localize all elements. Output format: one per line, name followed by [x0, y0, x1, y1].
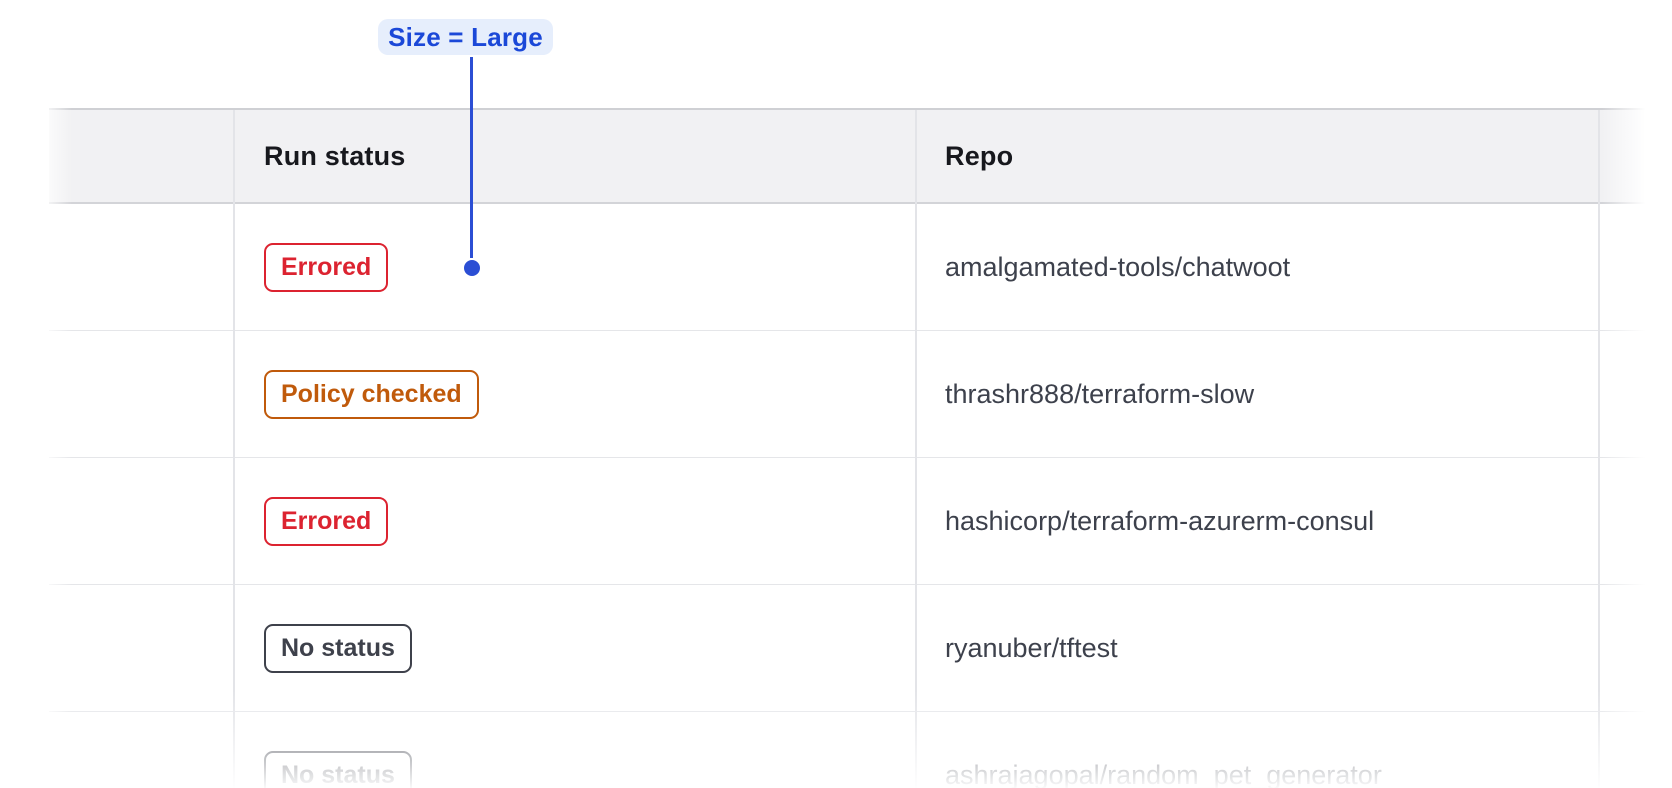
- table-row: Policy checked thrashr888/terraform-slow: [49, 331, 1672, 458]
- table-row: No status ryanuber/tftest: [49, 585, 1672, 712]
- run-status-cell[interactable]: Errored: [233, 204, 915, 330]
- repo-cell[interactable]: hashicorp/terraform-azurerm-consul: [915, 458, 1598, 584]
- repo-name: ryanuber/tftest: [945, 633, 1118, 664]
- column-divider: [1598, 110, 1600, 788]
- repo-name: thrashr888/terraform-slow: [945, 379, 1254, 410]
- run-status-cell[interactable]: Errored: [233, 458, 915, 584]
- table-body: Errored amalgamated-tools/chatwoot Polic…: [49, 204, 1672, 788]
- table-row: Errored hashicorp/terraform-azurerm-cons…: [49, 458, 1672, 585]
- column-divider: [233, 110, 235, 788]
- repo-cell[interactable]: thrashr888/terraform-slow: [915, 331, 1598, 457]
- run-status-cell[interactable]: No status: [233, 712, 915, 788]
- column-header-run-status[interactable]: Run status: [233, 110, 915, 202]
- row-spacer-cell: [49, 331, 233, 457]
- repo-name: amalgamated-tools/chatwoot: [945, 252, 1290, 283]
- table-header-row: Run status Repo: [49, 110, 1672, 204]
- run-status-badge: Policy checked: [264, 370, 479, 419]
- column-header-repo[interactable]: Repo: [915, 110, 1598, 202]
- table-row: Errored amalgamated-tools/chatwoot: [49, 204, 1672, 331]
- column-divider: [915, 110, 917, 788]
- column-header-spacer: [49, 110, 233, 202]
- repo-cell[interactable]: ryanuber/tftest: [915, 585, 1598, 711]
- repo-cell[interactable]: amalgamated-tools/chatwoot: [915, 204, 1598, 330]
- row-trailing-cell: [1598, 458, 1672, 584]
- column-header-label: Run status: [264, 141, 406, 172]
- row-spacer-cell: [49, 712, 233, 788]
- column-header-label: Repo: [945, 141, 1013, 172]
- annotation-label: Size = Large: [378, 19, 553, 55]
- row-spacer-cell: [49, 204, 233, 330]
- table-row: No status ashrajagopal/random_pet_genera…: [49, 712, 1672, 788]
- row-trailing-cell: [1598, 204, 1672, 330]
- row-spacer-cell: [49, 458, 233, 584]
- repo-name: ashrajagopal/random_pet_generator: [945, 760, 1382, 788]
- column-header-trailing: [1598, 110, 1672, 202]
- run-status-badge: Errored: [264, 497, 388, 546]
- runs-table: Run status Repo Errored amalgamated-tool…: [49, 108, 1672, 788]
- run-status-cell[interactable]: Policy checked: [233, 331, 915, 457]
- row-trailing-cell: [1598, 712, 1672, 788]
- annotation-connector-line: [470, 57, 473, 258]
- row-spacer-cell: [49, 585, 233, 711]
- annotation-target-dot: [464, 260, 480, 276]
- run-status-badge: No status: [264, 751, 412, 788]
- row-trailing-cell: [1598, 331, 1672, 457]
- run-status-badge: No status: [264, 624, 412, 673]
- repo-cell[interactable]: ashrajagopal/random_pet_generator: [915, 712, 1598, 788]
- run-status-cell[interactable]: No status: [233, 585, 915, 711]
- repo-name: hashicorp/terraform-azurerm-consul: [945, 506, 1374, 537]
- row-trailing-cell: [1598, 585, 1672, 711]
- run-status-badge: Errored: [264, 243, 388, 292]
